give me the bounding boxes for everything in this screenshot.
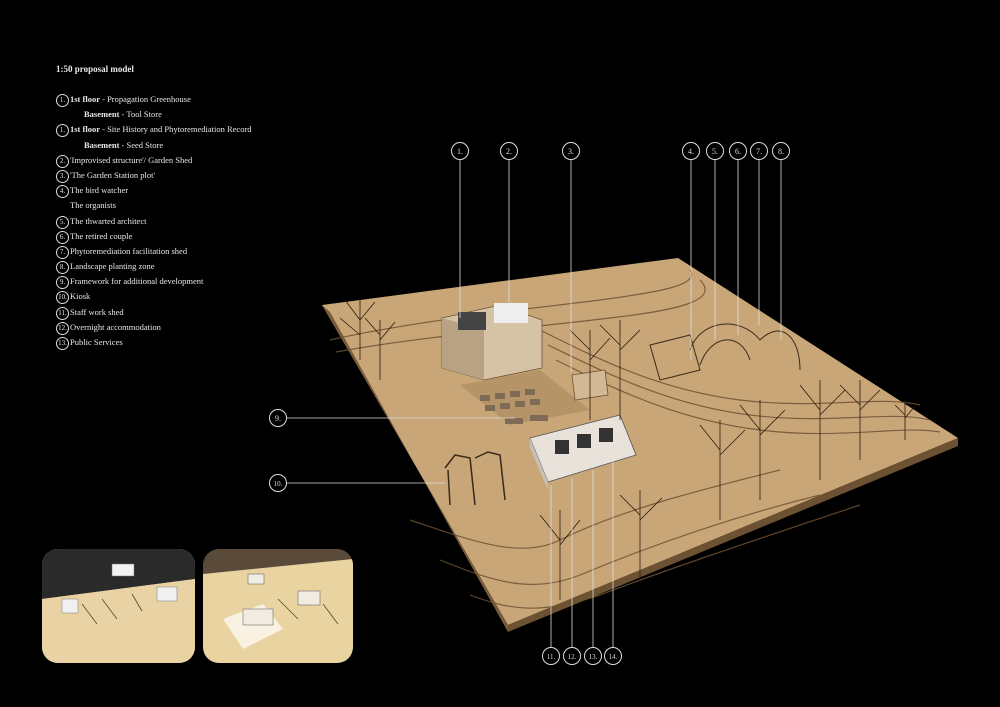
callout-10: 10. [269,474,287,492]
callout-lines [287,160,782,648]
svg-text:11.: 11. [547,653,556,661]
legend-item: 10.Kiosk [56,289,316,305]
callout-7: 7. [750,142,768,160]
greenhouse-building [441,303,543,381]
page-title: 1:50 proposal model [56,64,134,74]
callout-2: 2. [500,142,518,160]
svg-text:10.: 10. [274,480,283,488]
model-photo-thumbnail [42,549,195,663]
legend-item: 13.Public Services [56,335,316,350]
legend-item: 4.The bird watcher [56,183,316,199]
tree-cluster [339,299,916,600]
legend-item: 5.The thwarted architect [56,214,316,229]
legend-item: Basement - Tool Store [84,109,162,120]
legend-item: Basement - Seed Store [84,139,164,150]
legend-number: 1. [56,94,69,107]
legend-item: 8.Landscape planting zone [56,259,316,275]
svg-text:1.: 1. [457,147,463,156]
accommodation-sheds [529,414,637,490]
svg-text:14.: 14. [609,653,618,661]
svg-text:2.: 2. [506,147,512,156]
callout-9: 9. [269,409,287,427]
legend-number: 4. [56,185,69,199]
legend-number: 7. [56,245,69,259]
legend-item: The organists [70,200,116,211]
legend-item: 1.1st floor - Propagation Greenhouse [56,92,316,107]
callout-8: 8. [772,142,790,160]
legend-number: 2. [56,154,69,168]
legend-number: 10. [56,291,69,305]
legend-item: 11.Staff work shed [56,305,316,320]
svg-text:4.: 4. [688,147,694,156]
svg-text:8.: 8. [778,147,784,156]
legend-number: 8. [56,261,69,275]
callout-11: 11. [542,647,560,665]
legend-item: 6.The retired couple [56,229,316,244]
callout-14: 14. [604,647,622,665]
model-photo-thumbnail [203,549,353,663]
legend-number: 9. [56,276,69,290]
svg-text:7.: 7. [756,147,762,156]
callout-4: 4. [682,142,700,160]
greenhouse-frames [649,323,801,381]
legend-list: 1.1st floor - Propagation Greenhouse Bas… [56,92,316,350]
legend-number: 1. [56,124,69,138]
callout-5: 5. [706,142,724,160]
legend-item: 7.Phytoremediation facilitation shed [56,244,316,259]
svg-text:5.: 5. [712,147,718,156]
callout-6: 6. [729,142,747,160]
svg-text:12.: 12. [568,653,577,661]
legend-item: 3.'The Garden Station plot' [56,168,316,183]
legend-number: 12. [56,321,69,335]
svg-text:6.: 6. [735,147,741,156]
callout-12: 12. [563,647,581,665]
svg-text:3.: 3. [568,147,574,156]
callout-3: 3. [562,142,580,160]
legend-number: 5. [56,215,69,229]
svg-text:9.: 9. [275,414,281,423]
svg-text:13.: 13. [589,653,598,661]
framework-structure [444,451,506,506]
legend-item: 12.Overnight accommodation [56,320,316,335]
legend-number: 6. [56,230,69,244]
callout-1: 1. [451,142,469,160]
legend-item: 2.'Improvised structure'/ Garden Shed [56,153,316,168]
legend-number: 11. [56,306,69,320]
legend-item: 1.1st floor - Site History and Phytoreme… [56,122,316,138]
legend-number: 3. [56,169,69,183]
legend-number: 13. [56,337,69,350]
callout-13: 13. [584,647,602,665]
legend-item: 9.Framework for additional development [56,274,316,290]
